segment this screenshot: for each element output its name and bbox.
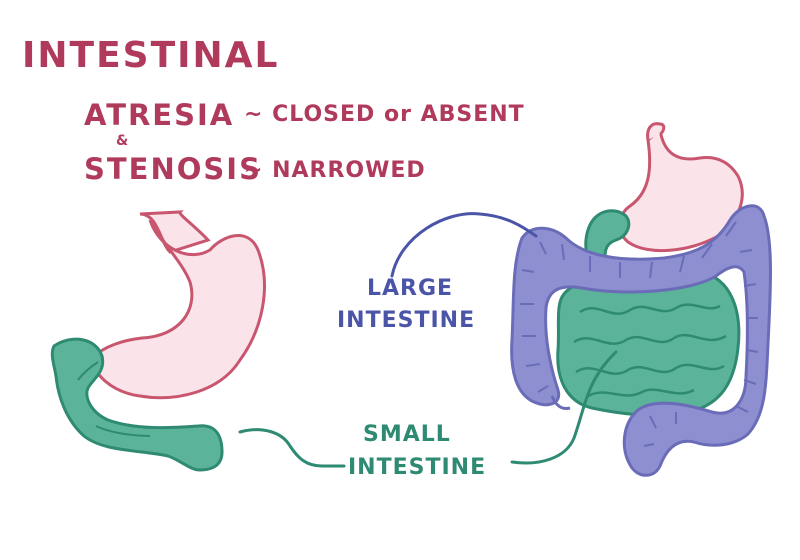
ampersand: & bbox=[116, 133, 130, 149]
small-intestine-label-line2: INTESTINE bbox=[348, 455, 487, 480]
stenosis-definition: ~ NARROWED bbox=[244, 158, 426, 183]
small-intestine-label-line1: SMALL bbox=[363, 422, 451, 447]
large-intestine-label-line2: INTESTINE bbox=[337, 308, 476, 333]
left-esophagus bbox=[139, 210, 211, 254]
small-intestine-right-leader-line bbox=[510, 350, 618, 465]
atresia-definition: ~ CLOSED or ABSENT bbox=[244, 102, 525, 127]
small-intestine-left-leader-line bbox=[238, 428, 346, 468]
right-digestive-drawing bbox=[510, 122, 772, 477]
left-digestive-drawing bbox=[50, 210, 266, 472]
large-intestine-leader-line bbox=[390, 212, 538, 278]
large-intestine bbox=[510, 204, 772, 477]
left-stomach bbox=[90, 219, 266, 400]
large-intestine-label-line1: LARGE bbox=[367, 276, 454, 301]
right-esophagus-stub bbox=[646, 122, 666, 141]
atresia-term: ATRESIA bbox=[84, 98, 235, 132]
diagram-title: INTESTINAL bbox=[22, 35, 280, 76]
appendix bbox=[550, 395, 571, 410]
stenosis-term: STENOSIS bbox=[84, 152, 262, 186]
small-intestine-coils bbox=[573, 303, 727, 398]
left-bowel-detail bbox=[77, 361, 151, 437]
large-intestine-haustra bbox=[520, 221, 759, 447]
left-small-bowel bbox=[50, 337, 224, 472]
